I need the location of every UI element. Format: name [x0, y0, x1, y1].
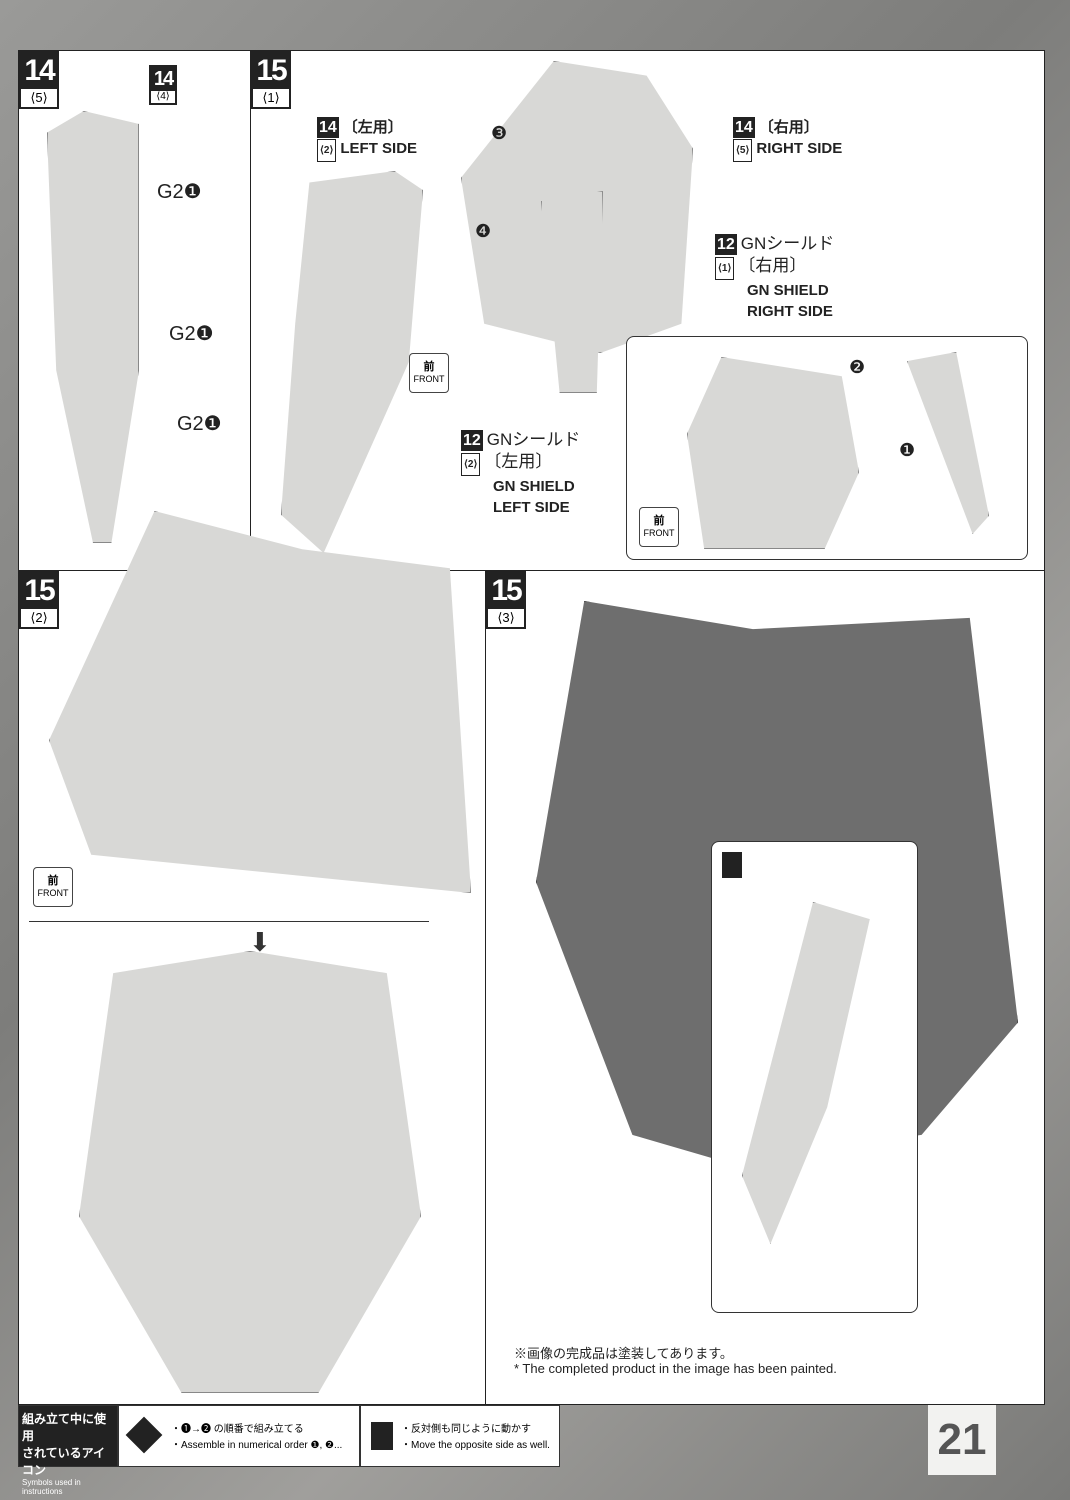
part-number: 14: [317, 117, 339, 138]
icon-desc-en: ・Move the opposite side as well.: [401, 1440, 550, 1451]
label-jp: 〔右用〕: [758, 119, 819, 136]
mobile-suit-wings-closed-illustration: [79, 951, 421, 1393]
detail-callout: [711, 841, 918, 1313]
front-en: FRONT: [413, 374, 445, 384]
step-sub: ⟨1⟩: [262, 90, 280, 105]
part-number: 14: [733, 117, 755, 138]
part-number: 12: [715, 234, 737, 255]
title-en: Symbols used in instructions: [22, 1478, 81, 1496]
part-number: 12: [461, 430, 483, 451]
painted-note-en: * The completed product in the image has…: [514, 1361, 837, 1376]
step-sub: ⟨5⟩: [30, 90, 48, 105]
front-jp: 前: [47, 875, 59, 887]
step-number: 14: [21, 53, 57, 89]
front-en: FRONT: [643, 528, 675, 538]
ref-sub: ⟨4⟩: [156, 91, 170, 102]
order-marker: ❹: [475, 221, 492, 241]
detail-illustration: [687, 357, 859, 549]
front-en: FRONT: [37, 888, 69, 898]
label-en: GN SHIELD: [493, 478, 575, 495]
part-label: G2❶: [177, 413, 222, 435]
order-marker: ❷: [849, 357, 866, 377]
right-side-label: 14〔右用〕 ⟨5⟩RIGHT SIDE: [733, 117, 842, 162]
step-number: 15: [488, 573, 524, 609]
label-jp2: 〔左用〕: [484, 452, 553, 471]
shield-illustration: [541, 191, 603, 393]
label-en: GN SHIELD: [747, 282, 829, 299]
symbols-legend-title: 組み立て中に使用 されているアイコン Symbols used in instr…: [18, 1405, 118, 1496]
panel-step-14-5: 14⟨5⟩ 14⟨4⟩ G2❶ G2❶ G2❶: [18, 50, 251, 571]
detail-shield-illustration: [907, 352, 989, 534]
move-opposite-side-icon: [722, 852, 742, 878]
label-jp2: 〔右用〕: [738, 256, 807, 275]
part-label: G2❶: [157, 181, 202, 203]
symbol-assemble-order: ・❶→❷ の順番で組み立てる ・Assemble in numerical or…: [118, 1405, 360, 1467]
label-en: LEFT SIDE: [340, 140, 418, 157]
icon-desc-jp: ・❶→❷ の順番で組み立てる: [171, 1424, 304, 1435]
title-jp: されているアイコン: [22, 1446, 106, 1477]
part-sub: ⟨1⟩: [715, 257, 735, 280]
part-sub: ⟨2⟩: [461, 453, 481, 476]
step-number: 15: [253, 53, 289, 89]
front-jp: 前: [653, 515, 665, 527]
painted-note-jp: ※画像の完成品は塗装してあります。: [514, 1346, 733, 1361]
step-badge: 15⟨3⟩: [486, 571, 526, 629]
icon-desc-jp: ・反対側も同じように動かす: [401, 1424, 531, 1435]
detail-wing-illustration: [742, 902, 870, 1244]
step-sub: ⟨3⟩: [497, 610, 515, 625]
order-marker: ❸: [491, 123, 508, 143]
part-sub: ⟨2⟩: [317, 139, 337, 162]
label-en2: LEFT SIDE: [493, 499, 570, 516]
label-jp: GNシールド: [740, 234, 835, 253]
label-en: RIGHT SIDE: [756, 140, 843, 157]
panel-step-15-1: 15⟨1⟩ 14〔左用〕⟨2⟩LEFT SIDE 14〔右用〕⟨5⟩RIGHT …: [250, 50, 1045, 571]
down-arrow-icon: ⬇: [249, 927, 271, 957]
symbol-move-opposite: ・反対側も同じように動かす ・Move the opposite side as…: [360, 1405, 560, 1467]
label-en2: RIGHT SIDE: [747, 303, 833, 320]
step-sub: ⟨2⟩: [30, 610, 48, 625]
divider: [29, 921, 429, 922]
step-badge: 15⟨1⟩: [251, 51, 291, 109]
step-number: 15: [21, 573, 57, 609]
title-jp: 組み立て中に使用: [22, 1412, 107, 1443]
ref-number: 14: [151, 67, 175, 91]
left-side-label: 14〔左用〕 ⟨2⟩LEFT SIDE: [317, 117, 417, 162]
label-jp: 〔左用〕: [342, 119, 403, 136]
ref-badge: 14⟨4⟩: [149, 65, 177, 105]
icon-desc-en: ・Assemble in numerical order ❶, ❷...: [171, 1440, 343, 1451]
label-jp: GNシールド: [486, 430, 581, 449]
wing-part-illustration: [47, 111, 139, 543]
panel-step-15-3: 15⟨3⟩ ※画像の完成品は塗装してあります。 * The completed …: [485, 570, 1045, 1405]
part-sub: ⟨5⟩: [733, 139, 753, 162]
front-jp: 前: [423, 361, 435, 373]
part-label: G2❶: [169, 323, 214, 345]
numbered-order-icon: [125, 1416, 163, 1454]
left-wing-illustration: [281, 171, 423, 553]
step-badge: 14⟨5⟩: [19, 51, 59, 109]
move-opposite-side-icon: [371, 1422, 393, 1450]
order-marker: ❶: [899, 440, 916, 460]
page-number: 21: [928, 1405, 996, 1475]
step-badge: 15⟨2⟩: [19, 571, 59, 629]
